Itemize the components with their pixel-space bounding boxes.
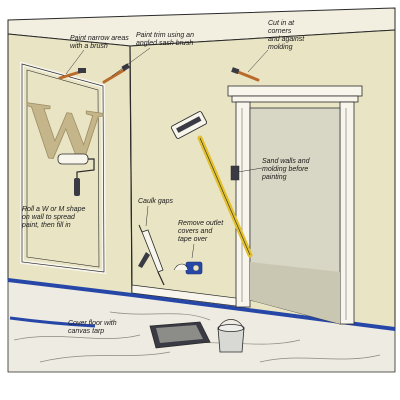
- callout-roll: Roll a W or M shape on wall to spread pa…: [22, 206, 86, 229]
- painters-tape-left: [9, 316, 96, 328]
- callout-trim: Paint trim using an angled sash brush: [136, 32, 194, 47]
- paintbrush-icon: [58, 68, 86, 80]
- callout-outlet: Remove outlet covers and tape over: [178, 220, 224, 243]
- cut-in-brush-icon: [231, 67, 260, 82]
- callout-cut-in: Cut in at corners and against molding: [268, 20, 305, 51]
- light-switch: [230, 165, 240, 181]
- paint-roller-icon: [57, 153, 95, 196]
- callout-floor: Cover floor with canvas tarp: [68, 320, 117, 335]
- callout-sand: Sand walls and molding before painting: [262, 158, 310, 181]
- callout-leaders: [65, 47, 269, 259]
- painters-tape-floor: [8, 278, 395, 331]
- pole-sander-icon: [170, 111, 253, 258]
- paint-tray-icon: [149, 321, 211, 349]
- callout-caulk: Caulk gaps: [138, 198, 174, 205]
- wall-letter: W: [26, 84, 104, 182]
- baseboard: [131, 284, 237, 307]
- caulk-gun-icon: [138, 224, 165, 286]
- callout-narrow-areas: Paint narrow areas with a brush: [70, 35, 129, 50]
- wall-corner: [129, 45, 133, 296]
- taped-outlet-icon: [173, 261, 203, 275]
- paint-bucket-icon: [217, 319, 245, 353]
- sash-brush-icon: [102, 63, 130, 84]
- door-frame: [227, 85, 363, 325]
